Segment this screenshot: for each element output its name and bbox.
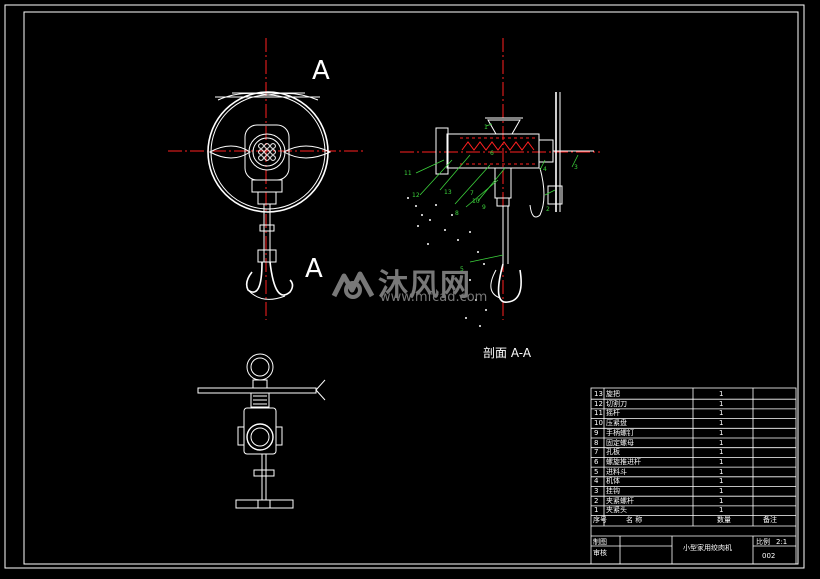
part-number: 2 <box>594 496 599 505</box>
part-qty: 1 <box>719 419 724 428</box>
mfcad-logo-icon <box>331 271 375 299</box>
part-qty: 1 <box>719 448 724 457</box>
part-qty: 1 <box>719 506 724 515</box>
part-number: 3 <box>594 487 599 495</box>
header-remark: 备注 <box>763 516 777 524</box>
balloon-label: 3 <box>574 164 578 171</box>
part-name: 夹紧头 <box>606 506 627 515</box>
view-label-a-top: A <box>312 56 330 86</box>
part-name: 旋把 <box>606 390 620 398</box>
hook-section <box>497 263 522 303</box>
balloon-label: 10 <box>472 198 480 205</box>
part-qty: 1 <box>719 399 724 408</box>
balloon-label: 13 <box>444 189 452 196</box>
part-name: 固定螺母 <box>606 438 634 447</box>
drawing-title: 小型家用绞肉机 <box>683 544 732 552</box>
balloon-label: 9 <box>482 204 486 211</box>
balloon-label: 7 <box>470 190 474 197</box>
part-qty: 1 <box>719 467 724 476</box>
part-qty: 1 <box>719 457 724 466</box>
part-name: 摇杆 <box>606 409 620 418</box>
part-name: 机体 <box>606 477 620 486</box>
part-qty: 1 <box>719 390 724 398</box>
header-no: 序号 <box>593 516 607 524</box>
part-name: 压紧盘 <box>606 419 627 428</box>
part-name: 挂钩 <box>606 487 620 495</box>
balloon-label: 4 <box>543 166 547 173</box>
balloon-label: 6 <box>490 150 494 157</box>
grinder-body-front <box>244 124 290 181</box>
part-name: 进料斗 <box>606 467 627 476</box>
part-qty: 1 <box>719 428 724 437</box>
part-name: 手柄螺钉 <box>606 428 634 437</box>
sheet-inner-border <box>23 11 799 565</box>
part-name: 切割刀 <box>606 399 627 408</box>
part-number: 7 <box>594 448 599 457</box>
part-number: 6 <box>594 457 599 466</box>
hole-plate-holes <box>258 143 276 161</box>
part-name: 孔板 <box>606 448 620 457</box>
front-view <box>168 38 365 320</box>
sheet-outer-border <box>4 4 805 569</box>
balloon-label: 1 <box>484 124 488 131</box>
header-qty: 数量 <box>717 516 731 524</box>
part-number: 5 <box>594 467 599 476</box>
feed-hopper-section <box>487 119 521 135</box>
scale-value: 2:1 <box>776 538 788 546</box>
draw-label: 制图 <box>593 538 607 546</box>
watermark-title: 沐风网 <box>378 268 471 303</box>
part-qty: 1 <box>719 409 724 418</box>
part-number: 13 <box>594 390 603 398</box>
part-number: 8 <box>594 438 599 447</box>
part-number: 9 <box>594 428 599 437</box>
balloon-label: 8 <box>455 210 459 217</box>
part-qty: 1 <box>719 477 724 486</box>
part-name: 螺旋推进杆 <box>606 457 641 466</box>
watermark-url: www.mfcad.com <box>380 290 488 305</box>
header-name: 名 称 <box>626 516 643 524</box>
check-label: 审核 <box>593 549 607 557</box>
part-number: 11 <box>594 409 603 418</box>
balloon-label: 2 <box>546 206 550 213</box>
hole-plate <box>248 133 286 171</box>
part-qty: 1 <box>719 487 724 495</box>
crank-wheel <box>207 91 329 213</box>
balloon-label: 11 <box>404 170 412 177</box>
part-number: 1 <box>594 506 599 515</box>
balloon-label: 5 <box>460 266 464 273</box>
view-label-a-bottom: A <box>305 254 323 284</box>
part-number: 4 <box>594 477 599 486</box>
drawing-number: 002 <box>762 552 776 560</box>
hook-front <box>245 261 263 293</box>
side-view <box>197 353 326 509</box>
section-label: 剖面 A-A <box>483 346 532 360</box>
part-qty: 1 <box>719 496 724 505</box>
part-qty: 1 <box>719 438 724 447</box>
part-name: 夹紧螺杆 <box>606 496 634 505</box>
section-view-aa <box>400 38 600 327</box>
balloon-label: 12 <box>412 192 420 199</box>
part-number: 12 <box>594 399 603 408</box>
leader-lines <box>415 123 579 263</box>
scale-label: 比例 <box>756 538 770 546</box>
part-number: 10 <box>594 419 603 428</box>
title-block-grid <box>590 387 797 565</box>
meat-particles <box>407 197 487 327</box>
